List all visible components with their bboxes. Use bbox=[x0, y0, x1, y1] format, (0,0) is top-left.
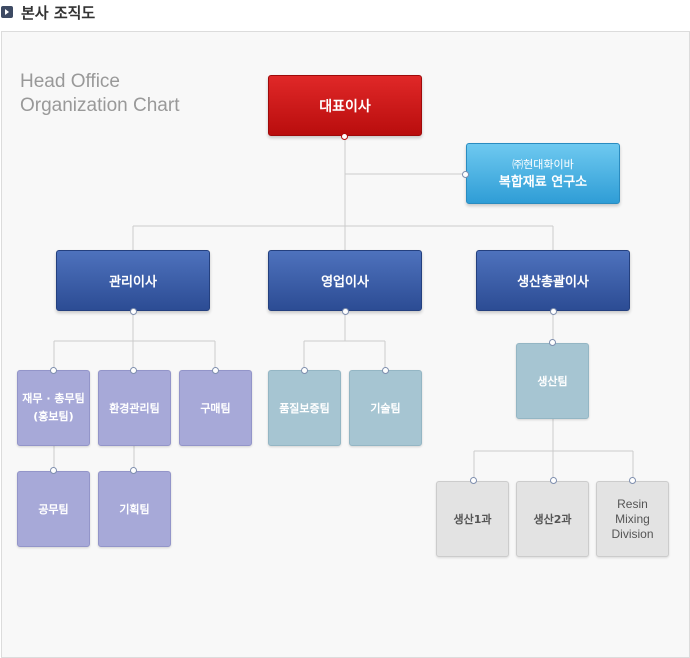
tech-team-box: 기술팀 bbox=[349, 370, 422, 446]
resin-connector-dot bbox=[629, 477, 636, 484]
production-team-top-dot bbox=[549, 339, 556, 346]
chart-title: Head Office Organization Chart bbox=[20, 70, 179, 118]
ceo-label: 대표이사 bbox=[319, 98, 371, 115]
finance-team-label: 재무 · 총무팀 bbox=[22, 392, 85, 405]
sales-director-label: 영업이사 bbox=[321, 275, 369, 290]
chart-title-line-1: Head Office bbox=[20, 71, 120, 92]
production-director-connector-dot bbox=[550, 308, 557, 315]
planning-team-label: 기획팀 bbox=[119, 503, 150, 516]
qa-team-label: 품질보증팀 bbox=[279, 402, 330, 415]
arrow-right-icon bbox=[1, 6, 13, 18]
resin-line-1: Resin bbox=[617, 496, 648, 511]
ceo-box: 대표이사 bbox=[268, 75, 422, 136]
purchase-team-box: 구매팀 bbox=[179, 370, 252, 446]
production-director-box: 생산총괄이사 bbox=[476, 250, 630, 311]
production-2-label: 생산2과 bbox=[533, 513, 572, 526]
purchase-team-connector-dot bbox=[212, 367, 219, 374]
production-2-box: 생산2과 bbox=[516, 481, 589, 557]
pr-team-label: (홍보팀) bbox=[33, 410, 74, 423]
planning-connector-dot bbox=[130, 467, 137, 474]
resin-mixing-box: Resin Mixing Division bbox=[596, 481, 669, 557]
resin-line-3: Division bbox=[611, 526, 654, 541]
qa-team-box: 품질보증팀 bbox=[268, 370, 341, 446]
public-affairs-team-box: 공무팀 bbox=[17, 471, 90, 547]
public-affairs-connector-dot bbox=[50, 467, 57, 474]
page-header: 본사 조직도 bbox=[0, 0, 690, 30]
public-affairs-team-label: 공무팀 bbox=[38, 503, 69, 516]
finance-team-connector-dot bbox=[50, 367, 57, 374]
tech-team-label: 기술팀 bbox=[370, 402, 401, 415]
production-1-label: 생산1과 bbox=[453, 513, 492, 526]
ceo-connector-dot bbox=[341, 133, 348, 140]
admin-director-label: 관리이사 bbox=[109, 275, 157, 290]
sales-director-connector-dot bbox=[342, 308, 349, 315]
planning-team-box: 기획팀 bbox=[98, 471, 171, 547]
research-lab-label: 복합재료 연구소 bbox=[498, 174, 588, 190]
production-2-connector-dot bbox=[550, 477, 557, 484]
env-team-box: 환경관리팀 bbox=[98, 370, 171, 446]
env-team-connector-dot bbox=[130, 367, 137, 374]
production-1-connector-dot bbox=[470, 477, 477, 484]
lab-connector-dot bbox=[462, 171, 469, 178]
chart-title-line-2: Organization Chart bbox=[20, 95, 180, 116]
page-title: 본사 조직도 bbox=[21, 4, 96, 22]
resin-line-2: Mixing bbox=[615, 511, 650, 526]
finance-team-box: 재무 · 총무팀 (홍보팀) bbox=[17, 370, 90, 446]
production-team-box: 생산팀 bbox=[516, 343, 589, 419]
production-director-label: 생산총괄이사 bbox=[517, 275, 589, 290]
tech-team-connector-dot bbox=[382, 367, 389, 374]
research-lab-box: ㈜현대화이바 복합재료 연구소 bbox=[466, 143, 620, 204]
production-1-box: 생산1과 bbox=[436, 481, 509, 557]
env-team-label: 환경관리팀 bbox=[109, 402, 160, 415]
qa-team-connector-dot bbox=[301, 367, 308, 374]
production-team-label: 생산팀 bbox=[537, 375, 568, 388]
purchase-team-label: 구매팀 bbox=[200, 402, 231, 415]
sales-director-box: 영업이사 bbox=[268, 250, 422, 311]
admin-director-connector-dot bbox=[130, 308, 137, 315]
research-lab-company-label: ㈜현대화이바 bbox=[512, 157, 574, 171]
admin-director-box: 관리이사 bbox=[56, 250, 210, 311]
